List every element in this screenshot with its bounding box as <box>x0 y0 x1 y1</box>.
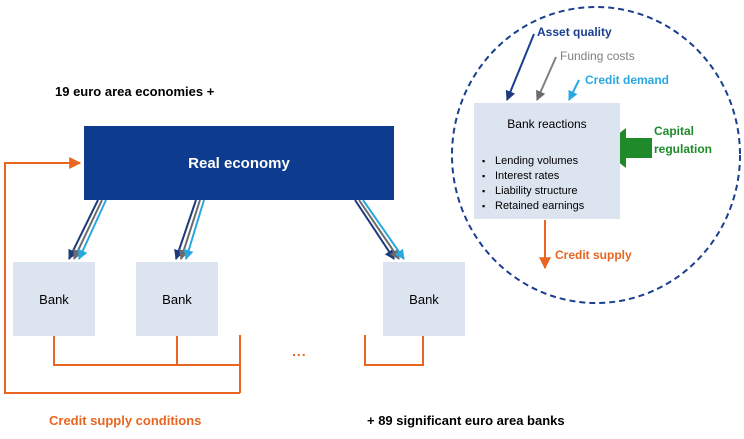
bank-box-1: Bank <box>13 262 95 336</box>
credit-supply-conditions-label: Credit supply conditions <box>49 413 202 428</box>
bank-box-2: Bank <box>136 262 218 336</box>
funding-costs-arrow <box>536 56 557 101</box>
funding-costs-label: Funding costs <box>560 49 635 63</box>
list-item: Retained earnings <box>482 199 584 214</box>
significant-banks-label: + 89 significant euro area banks <box>367 413 565 428</box>
bank-reactions-box: Bank reactions Lending volumes Interest … <box>474 103 620 219</box>
real-economy-label: Real economy <box>188 154 290 172</box>
list-item: Lending volumes <box>482 154 584 169</box>
arrows-to-bank-1 <box>68 199 107 260</box>
feedback-loop-arrow <box>4 157 240 394</box>
real-economy-box: Real economy <box>84 126 394 200</box>
list-item: Liability structure <box>482 184 584 199</box>
bank-label: Bank <box>39 291 69 307</box>
bank-reactions-title: Bank reactions <box>507 117 587 131</box>
bank-box-3: Bank <box>383 262 465 336</box>
arrows-to-bank-2 <box>174 199 205 260</box>
arrows-to-bank-3 <box>354 199 405 260</box>
credit-demand-arrow <box>568 79 580 101</box>
dashed-circle <box>451 6 741 304</box>
asset-quality-arrow <box>505 33 535 101</box>
capital-regulation-label: Capital regulation <box>654 124 713 156</box>
credit-supply-label: Credit supply <box>555 248 632 262</box>
credit-demand-label: Credit demand <box>585 73 670 87</box>
asset-quality-label: Asset quality <box>537 25 612 39</box>
list-item: Interest rates <box>482 169 584 184</box>
economies-label: 19 euro area economies + <box>55 84 215 99</box>
ellipsis: ... <box>292 343 307 359</box>
bank-reactions-list: Lending volumes Interest rates Liability… <box>482 154 584 214</box>
bank-label: Bank <box>162 291 192 307</box>
bank-bracket <box>53 335 424 393</box>
bank-label: Bank <box>409 291 439 307</box>
